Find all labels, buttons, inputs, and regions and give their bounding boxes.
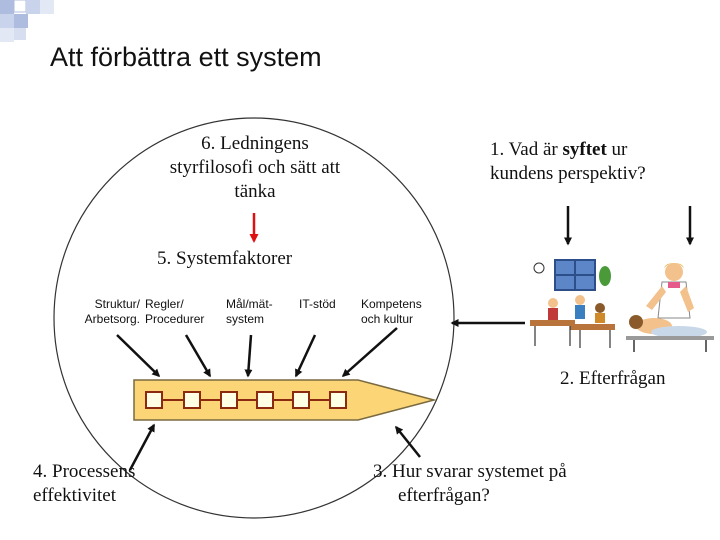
leadership-line-3: tänka (234, 181, 276, 202)
factor-arrow-4 (294, 334, 317, 378)
corner-decoration (0, 0, 54, 42)
factor-rules-line-2: Procedurer (145, 312, 205, 326)
factor-structure-line-2: Arbetsorg. (84, 312, 140, 326)
purpose-line-2: kundens perspektiv? (490, 163, 646, 184)
purpose-suffix: ur (606, 139, 628, 160)
demand-label: 2. Efterfrågan (560, 368, 666, 389)
process-step-6 (329, 391, 347, 409)
factor-competence-line-1: Kompetens (361, 297, 422, 311)
factor-arrow-1 (116, 334, 161, 378)
factor-measurement-line-1: Mål/mät- (226, 297, 273, 311)
process-step-4 (256, 391, 274, 409)
purpose-line-1: 1. Vad är syftet ur (490, 138, 715, 162)
purpose-bold: syftet (562, 139, 607, 160)
factor-arrow-3 (244, 334, 253, 378)
leadership-line-2: styrfilosofi och sätt att (169, 157, 341, 178)
system-response-line-1: 3. Hur svarar systemet på (373, 461, 567, 482)
factor-rules: Regler/ Procedurer (145, 297, 204, 327)
process-step-1 (145, 391, 163, 409)
factor-arrow-5 (341, 327, 398, 377)
massage-clipart-icon (624, 258, 716, 353)
system-response-line-2: efterfrågan? (398, 485, 490, 506)
process-efficiency-label: 4. Processens effektivitet (33, 460, 135, 508)
factor-rules-line-1: Regler/ (145, 297, 184, 311)
factor-structure-line-1: Struktur/ (94, 297, 140, 311)
factor-structure: Struktur/ Arbetsorg. (74, 297, 140, 327)
efficiency-arrow (128, 423, 156, 471)
factor-measurement: Mål/mät- system (226, 297, 273, 327)
factor-arrow-2 (184, 334, 212, 378)
process-step-5 (292, 391, 310, 409)
purpose-label: 1. Vad är syftet ur kundens perspektiv? (490, 138, 715, 186)
process-efficiency-line-1: 4. Processens (33, 461, 136, 482)
leadership-label: 6. Ledningens styrfilosofi och sätt att … (140, 132, 370, 204)
factor-competence: Kompetens och kultur (361, 297, 422, 327)
factor-competence-line-2: och kultur (361, 312, 414, 326)
factor-measurement-line-2: system (226, 312, 265, 326)
response-arrow (395, 425, 421, 458)
leadership-line-1: 6. Ledningens (201, 133, 309, 154)
process-step-2 (183, 391, 201, 409)
page-title: Att förbättra ett system (50, 42, 322, 72)
system-circle (53, 117, 455, 519)
factor-it-support-line-1: IT-stöd (299, 297, 336, 311)
purpose-prefix: 1. Vad är (490, 139, 563, 160)
classroom-clipart-icon (525, 258, 620, 353)
system-response-label: 3. Hur svarar systemet på efterfrågan? (373, 460, 567, 508)
process-efficiency-line-2: effektivitet (33, 485, 117, 506)
process-steps (145, 391, 347, 409)
factor-it-support: IT-stöd (299, 297, 336, 312)
system-factors-label: 5. Systemfaktorer (157, 248, 293, 269)
process-step-3 (220, 391, 238, 409)
